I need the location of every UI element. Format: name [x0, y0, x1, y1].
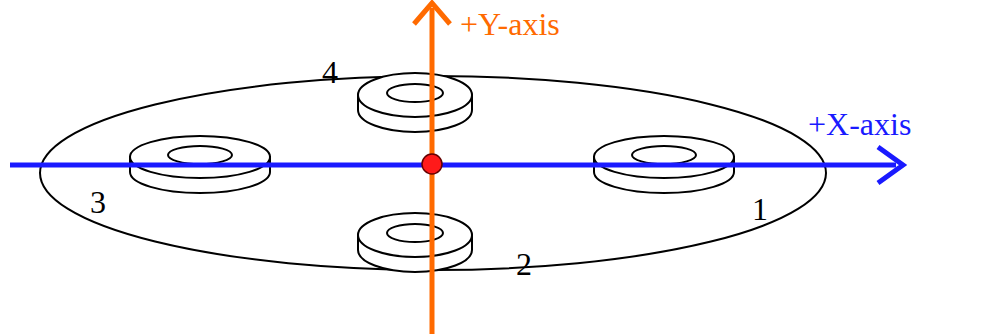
axis-label: +Y-axis [460, 8, 560, 40]
rotor-disk [358, 213, 472, 272]
axis-label: +X-axis [808, 108, 911, 140]
origin-dot [422, 154, 442, 174]
callout-number: 1 [752, 193, 768, 225]
x-axis [10, 147, 903, 183]
y-axis [414, 3, 450, 334]
callout-number: 4 [322, 56, 338, 88]
callout-number: 3 [90, 186, 106, 218]
rotor-disk [358, 73, 472, 132]
callout-number: 2 [516, 248, 532, 280]
